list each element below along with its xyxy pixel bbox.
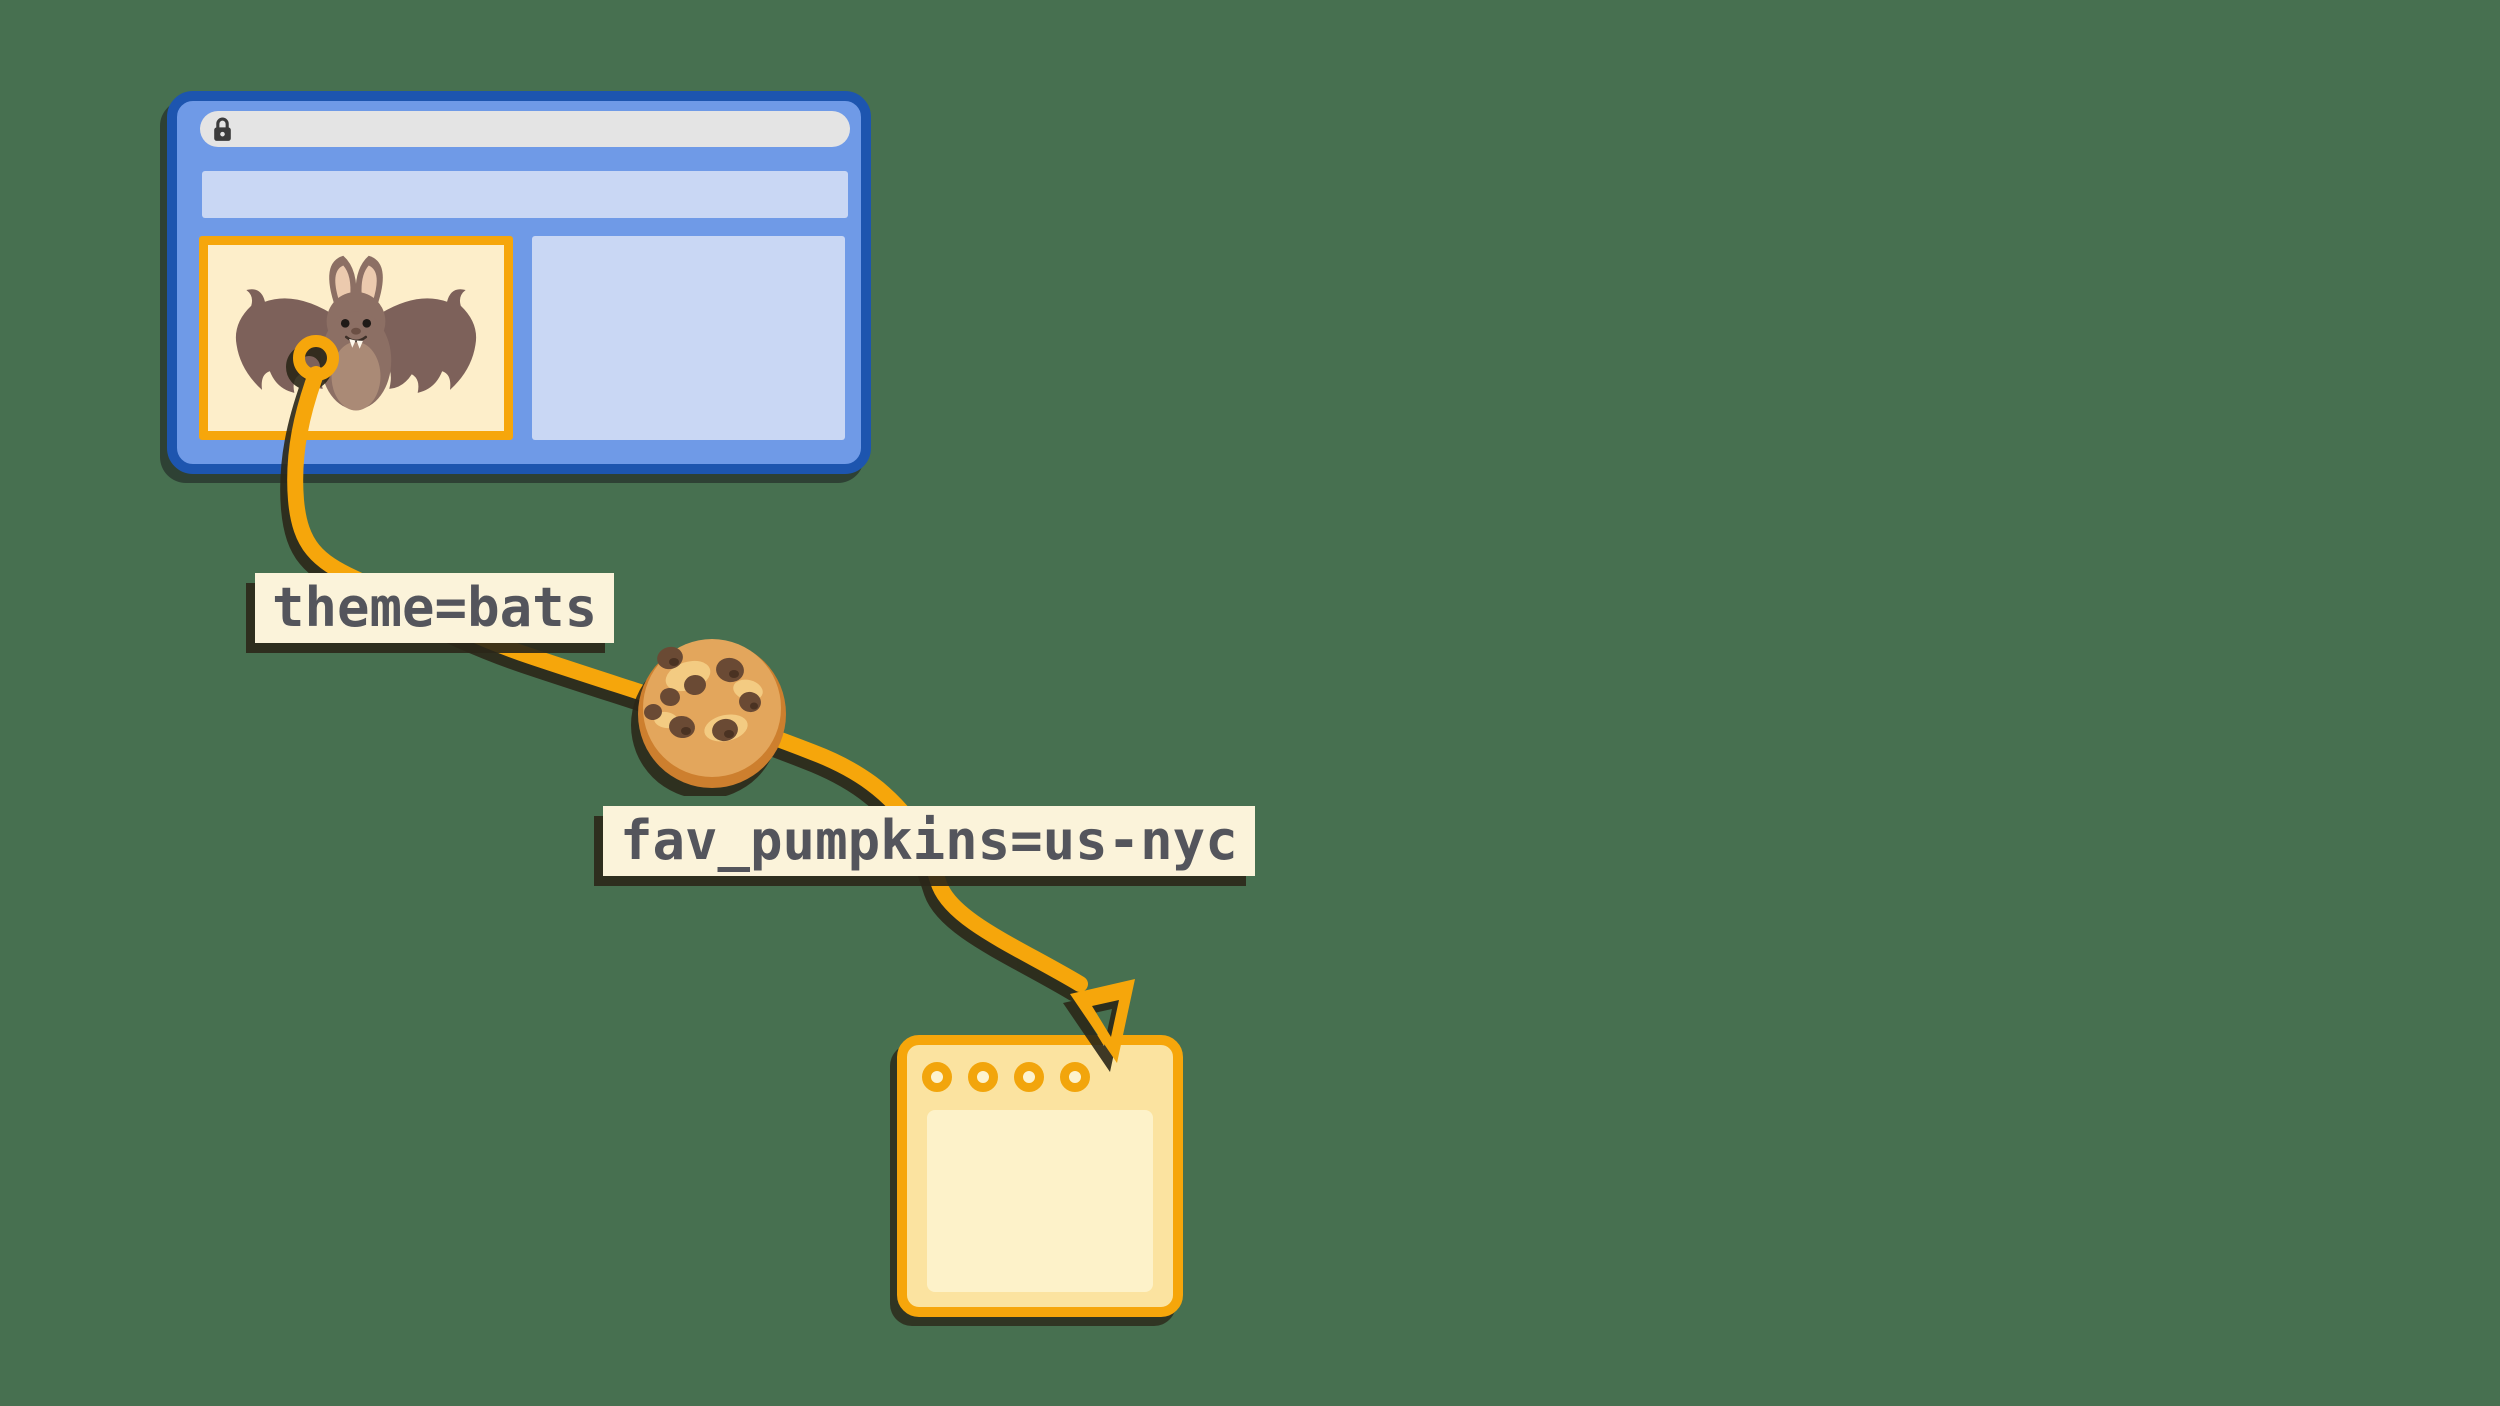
panel-dot (1014, 1062, 1044, 1092)
panel-dots (922, 1062, 1090, 1092)
panel-dot (968, 1062, 998, 1092)
panel-dot (1060, 1062, 1090, 1092)
lock-icon (214, 117, 231, 141)
cookie-label-pumpkins: fav_pumpkins=us-nyc (603, 806, 1255, 876)
nav-strip (202, 171, 848, 218)
browser-window (167, 91, 871, 474)
url-bar (200, 111, 850, 147)
panel-content-area (927, 1110, 1153, 1292)
website-image-frame (199, 236, 513, 440)
cookie-icon (630, 632, 794, 799)
cookie-storage-panel (897, 1035, 1183, 1317)
cookie-label-theme: theme=bats (255, 573, 615, 643)
content-placeholder (532, 236, 845, 440)
panel-dot (922, 1062, 952, 1092)
bat-illustration (235, 255, 477, 411)
